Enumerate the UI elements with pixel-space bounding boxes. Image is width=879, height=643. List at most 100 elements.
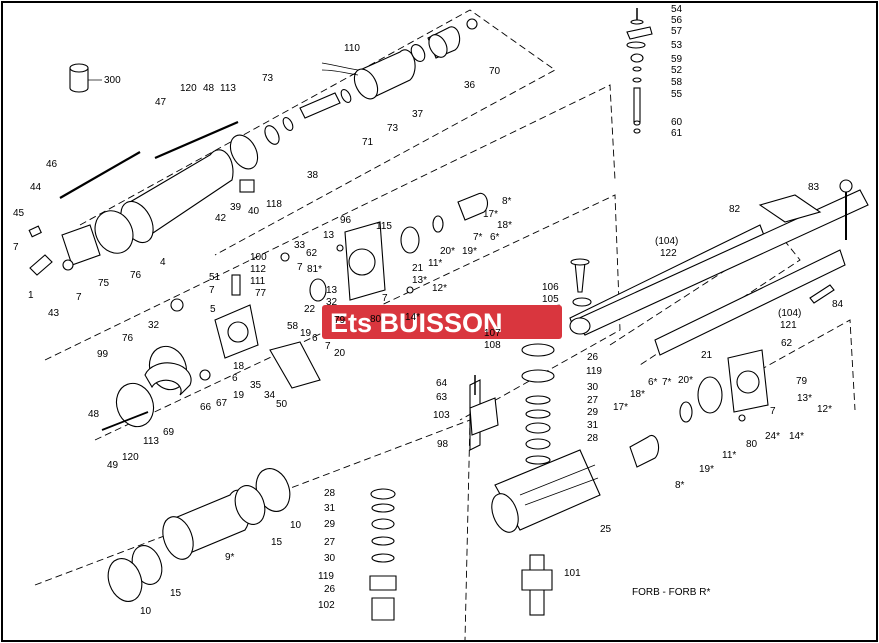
label-20-a: 20* <box>440 246 455 257</box>
part-53-ring <box>626 41 646 49</box>
label-29-a: 29 <box>587 407 599 418</box>
part-59-bush <box>630 53 644 63</box>
label-12-a: 12* <box>432 283 447 294</box>
label-62-a: 62 <box>306 248 318 259</box>
part-60-ring <box>633 120 641 126</box>
part-99-shield <box>144 362 192 396</box>
label-104-b: (104) <box>778 308 801 319</box>
label-46: 46 <box>46 159 58 170</box>
label-6-d: 6* <box>648 377 658 388</box>
part-26-bearing <box>521 369 555 383</box>
watermark: Ets BUISSON <box>322 305 562 339</box>
label-22: 22 <box>304 304 316 315</box>
label-32-a: 32 <box>326 297 338 308</box>
model-caption: FORB - FORB R* <box>632 587 710 598</box>
label-49: 49 <box>107 460 119 471</box>
label-120-top: 120 <box>180 83 197 94</box>
label-45: 45 <box>13 208 25 219</box>
part-56-washer <box>630 19 644 25</box>
part-29-ring-b <box>371 518 395 530</box>
label-10-a: 10 <box>290 520 302 531</box>
label-107: 107 <box>484 328 501 339</box>
part-106-head <box>570 258 590 266</box>
label-28-a: 28 <box>587 433 599 444</box>
label-37: 37 <box>412 109 424 120</box>
label-55: 55 <box>671 89 683 100</box>
part-46-rod <box>59 151 141 199</box>
label-20-c: 20* <box>678 375 693 386</box>
part-27-ring <box>525 409 551 419</box>
label-7-a: 7 <box>13 242 19 253</box>
label-27-a: 27 <box>587 395 599 406</box>
label-42: 42 <box>215 213 227 224</box>
label-8-b: 8* <box>675 480 685 491</box>
part-32-nut <box>170 298 184 312</box>
part-118-block <box>239 179 255 193</box>
part-25-rib-b <box>524 477 599 506</box>
label-71: 71 <box>362 137 374 148</box>
part-73-ring-a <box>282 116 294 132</box>
part-31-ring-b <box>371 503 395 513</box>
part-30-ring-b <box>371 553 395 563</box>
label-13-b: 13* <box>412 275 427 286</box>
label-13-c: 13 <box>326 285 338 296</box>
part-28-ring <box>525 455 551 465</box>
label-103: 103 <box>433 410 450 421</box>
part-38-ring <box>264 125 280 145</box>
label-96: 96 <box>340 215 352 226</box>
label-19-a: 19* <box>462 246 477 257</box>
label-56: 56 <box>671 15 683 26</box>
part-10-ring-b <box>107 558 143 602</box>
part-58-washer <box>632 77 642 83</box>
part-29-ring <box>525 422 551 434</box>
label-122: 122 <box>660 248 677 259</box>
part-69-cover <box>115 382 155 428</box>
label-26-a: 26 <box>587 352 599 363</box>
label-28-b: 28 <box>324 488 336 499</box>
label-29-b: 29 <box>324 519 336 530</box>
part-43-nut <box>62 259 74 271</box>
label-11-a: 11* <box>428 258 442 269</box>
part-25-rib-a <box>519 464 596 496</box>
part-84-clip <box>809 284 835 304</box>
label-30-b: 30 <box>324 553 336 564</box>
label-70: 70 <box>489 66 501 77</box>
label-105: 105 <box>542 294 559 305</box>
label-13-d: 13* <box>797 393 812 404</box>
part-52-washer <box>632 66 642 72</box>
bearing-column-right <box>469 258 592 465</box>
part-57-clip <box>626 26 653 40</box>
label-111: 111 <box>250 276 266 287</box>
part-49-bolt <box>101 411 149 431</box>
part-22-ring <box>309 278 327 302</box>
label-4: 4 <box>160 257 166 268</box>
outline-bottom-plane <box>34 419 471 641</box>
label-67: 67 <box>216 398 228 409</box>
label-48-mid: 48 <box>88 409 100 420</box>
label-33: 33 <box>294 240 306 251</box>
part-4-body <box>124 149 234 236</box>
label-5: 5 <box>210 304 216 315</box>
label-1: 1 <box>28 290 34 301</box>
label-13-a: 13 <box>323 230 335 241</box>
part-66-washer <box>199 369 211 381</box>
label-19-c: 19 <box>300 328 312 339</box>
part-28-bearing-b <box>370 488 396 500</box>
part-13-bolt <box>406 286 414 294</box>
label-12-b: 12* <box>817 404 832 415</box>
part-300-shape <box>69 67 89 93</box>
label-80-b: 80 <box>746 439 758 450</box>
part-101-gear <box>521 569 553 591</box>
label-63: 63 <box>436 392 448 403</box>
label-104-a: (104) <box>655 236 678 247</box>
part-105-washer <box>572 297 592 307</box>
part-44-bolt <box>28 225 42 238</box>
bearing-column-bottom <box>369 488 397 621</box>
part-51-stem <box>231 274 241 296</box>
label-44: 44 <box>30 182 42 193</box>
part-47-rod <box>154 120 239 160</box>
part-300-top <box>69 63 89 73</box>
label-118: 118 <box>266 199 282 210</box>
part-15-ring-a <box>234 485 266 525</box>
